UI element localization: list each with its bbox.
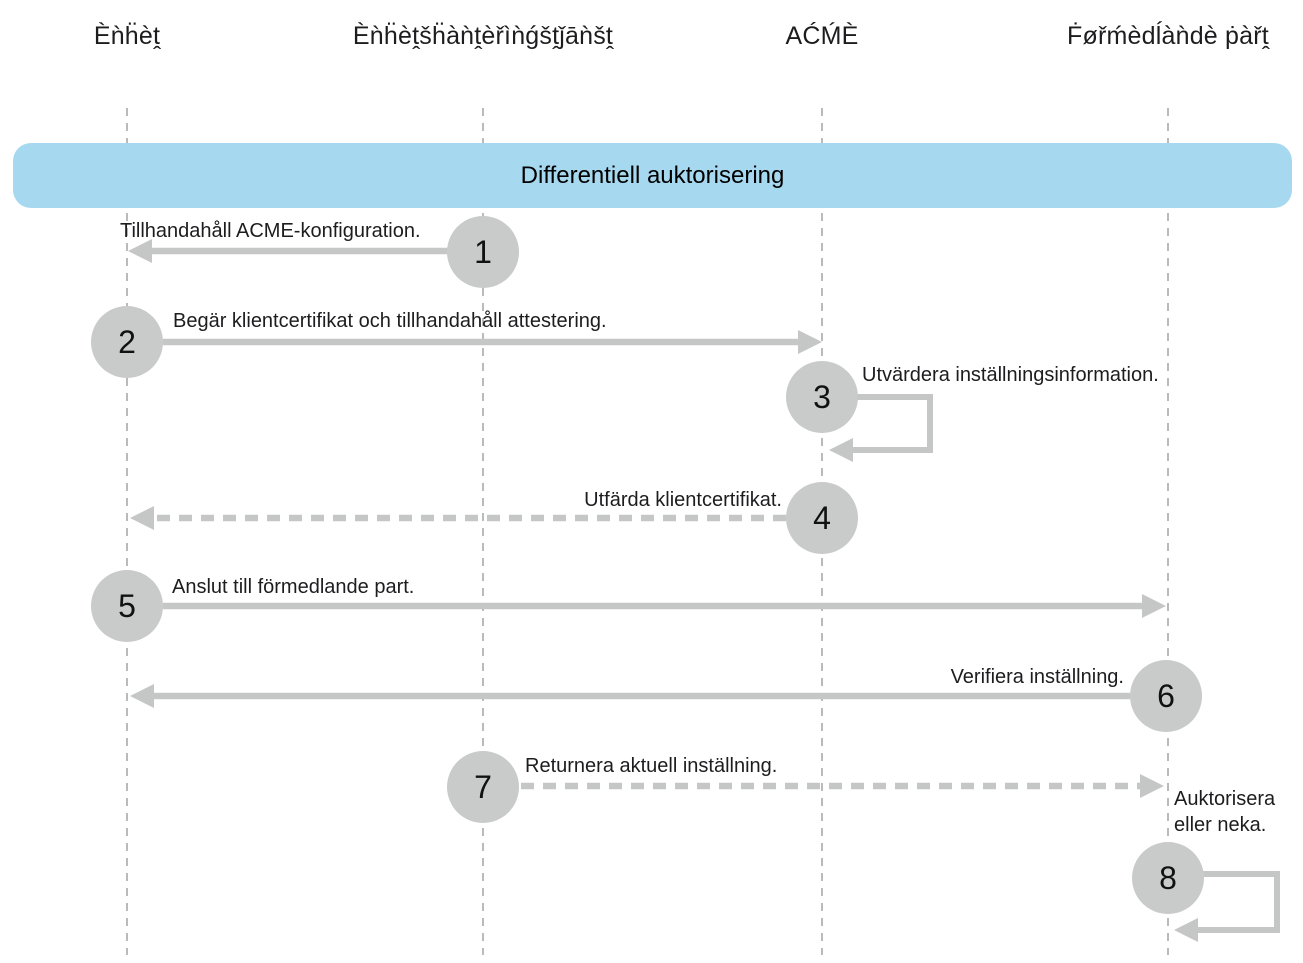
self-loop-step-3 bbox=[853, 394, 933, 453]
step-label-1: Tillhandahåll ACME-konfiguration. bbox=[120, 220, 421, 242]
step-label-2: Begär klientcertifikat och tillhandahåll… bbox=[173, 310, 607, 332]
arrowhead-step-6 bbox=[130, 684, 154, 708]
actor-label-device-management-service: Èǹḧèṱšḧàǹṱèřìǹǵšṱǰāǹšṱ bbox=[352, 22, 614, 50]
arrowhead-step-3 bbox=[829, 438, 853, 462]
phase-banner-title: Differentiell auktorisering bbox=[520, 161, 785, 189]
step-circle-5: 5 bbox=[91, 570, 163, 642]
arrowhead-step-1 bbox=[128, 239, 152, 263]
actor-label-device: Èǹḧèṱ bbox=[93, 22, 161, 50]
arrowhead-step-2 bbox=[798, 330, 822, 354]
step-label-7: Returnera aktuell inställning. bbox=[525, 755, 778, 777]
step-circle-3: 3 bbox=[786, 361, 858, 433]
step-circle-8: 8 bbox=[1132, 842, 1204, 914]
step-circle-6: 6 bbox=[1130, 660, 1202, 732]
phase-banner: Differentiell auktorisering bbox=[13, 143, 1292, 208]
arrowhead-step-7 bbox=[1140, 774, 1164, 798]
step-label-6: Verifiera inställning. bbox=[950, 666, 1124, 688]
step-label-5: Anslut till förmedlande part. bbox=[172, 576, 415, 598]
step-circle-2: 2 bbox=[91, 306, 163, 378]
step-label-8: Auktorisera eller neka. bbox=[1174, 788, 1276, 836]
arrowhead-step-5 bbox=[1142, 594, 1166, 618]
actor-label-relying-party: Ḟøřḿèdĺàǹdè ṗàřṱ bbox=[1067, 22, 1269, 50]
actor-label-acme: AĆḾÈ bbox=[785, 22, 859, 50]
self-loop-step-8 bbox=[1198, 871, 1280, 933]
step-label-3: Utvärdera inställningsinformation. bbox=[862, 364, 1159, 386]
step-label-4: Utfärda klientcertifikat. bbox=[584, 489, 782, 511]
step-circle-4: 4 bbox=[786, 482, 858, 554]
arrowhead-step-8 bbox=[1174, 918, 1198, 942]
step-circle-7: 7 bbox=[447, 751, 519, 823]
step-circle-1: 1 bbox=[447, 216, 519, 288]
arrowhead-step-4 bbox=[130, 506, 154, 530]
